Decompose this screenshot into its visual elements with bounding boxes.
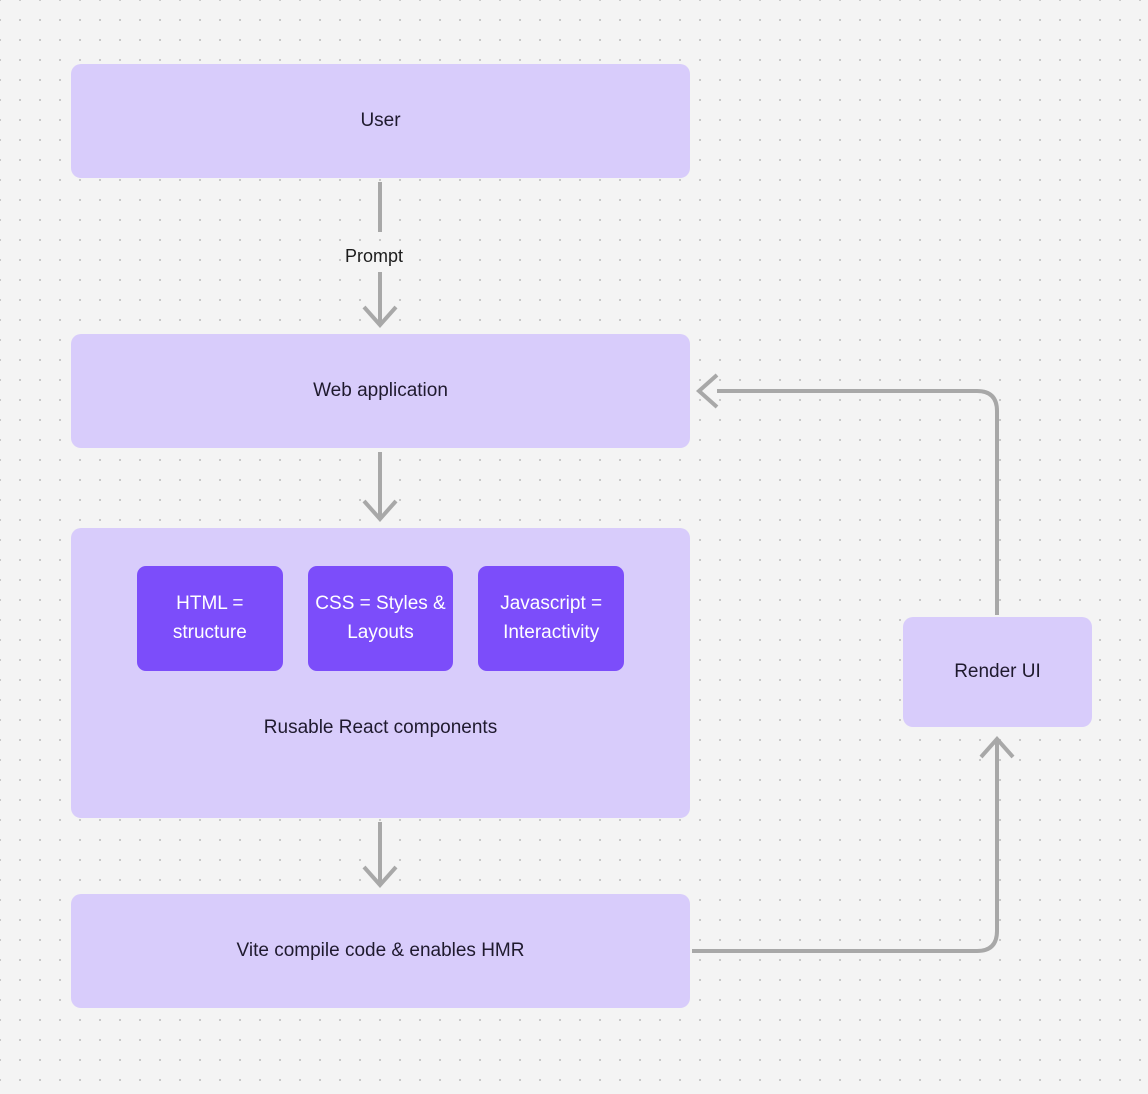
chip-javascript[interactable]: Javascript = Interactivity [478,566,625,671]
node-vite-label: Vite compile code & enables HMR [236,939,525,961]
edge-render-to-webapp [717,389,999,615]
node-web-application[interactable]: Web application [71,334,690,448]
components-caption: Rusable React components [263,717,498,738]
node-render-ui-label: Render UI [954,660,1041,682]
arrowhead-webapp-right [695,373,719,409]
edge-vite-to-render [692,742,999,953]
node-vite[interactable]: Vite compile code & enables HMR [71,894,690,1008]
node-user[interactable]: User [71,64,690,178]
arrowhead-vite-top [362,865,398,889]
node-web-application-label: Web application [313,379,448,401]
node-render-ui[interactable]: Render UI [903,617,1092,727]
arrowhead-webapp-top [362,305,398,329]
arrowhead-components-top [362,499,398,523]
edge-label-prompt: Prompt [345,246,404,266]
node-user-label: User [360,109,401,131]
chip-html[interactable]: HTML = structure [137,566,283,671]
arrowhead-render-bottom [979,735,1015,759]
node-components-group[interactable]: HTML = structure CSS = Styles & Layouts … [71,528,690,818]
chip-row: HTML = structure CSS = Styles & Layouts … [137,566,625,671]
chip-css[interactable]: CSS = Styles & Layouts [307,566,454,671]
